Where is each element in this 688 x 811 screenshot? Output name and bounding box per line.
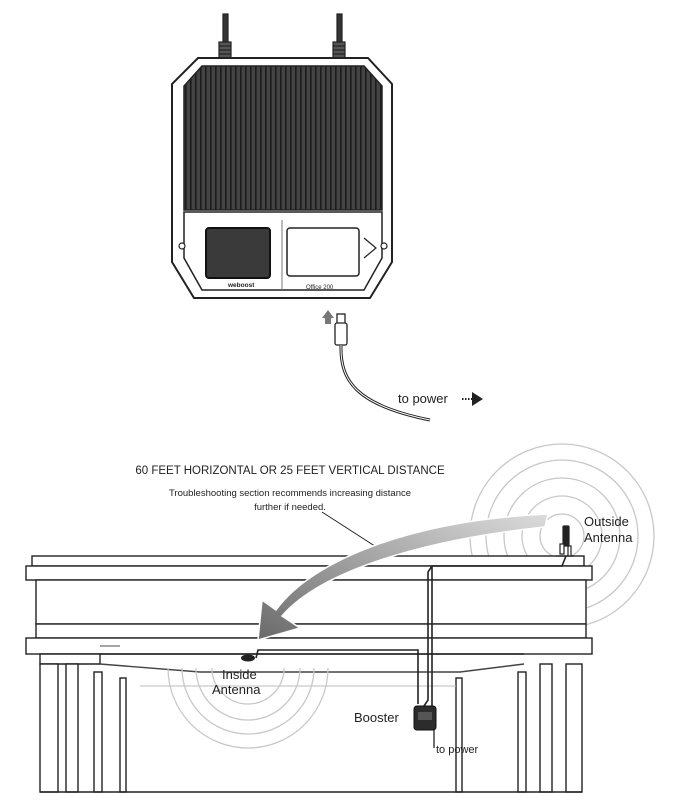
booster-label: Booster xyxy=(354,710,399,725)
inside-antenna-signal xyxy=(167,667,329,749)
power-direction: to power xyxy=(398,391,483,406)
up-arrow-icon xyxy=(322,310,334,324)
unit-model-text: Office 200 xyxy=(306,285,334,291)
distance-heading: 60 FEET HORIZONTAL OR 25 FEET VERTICAL D… xyxy=(135,465,445,477)
unit-left-antenna xyxy=(218,13,232,59)
power-plug xyxy=(322,310,431,422)
outside-antenna-icon xyxy=(556,525,574,557)
inside-antenna-label-line1: Inside xyxy=(222,667,257,682)
outside-antenna-label-line2: Antenna xyxy=(584,530,633,545)
booster-unit: weboost Office 200 xyxy=(171,13,393,299)
unit-display-right xyxy=(286,227,360,277)
to-power-label: to power xyxy=(436,744,479,756)
inside-antenna-label-line2: Antenna xyxy=(212,682,261,697)
distance-note-line2: further if needed. xyxy=(254,502,326,513)
right-arrow-icon xyxy=(472,392,483,406)
distance-note-line1: Troubleshooting section recommends incre… xyxy=(169,488,411,499)
coax-cable xyxy=(255,555,567,707)
outside-antenna-label-line1: Outside xyxy=(584,514,629,529)
power-label-top: to power xyxy=(398,391,449,406)
distance-arrow xyxy=(257,513,549,642)
interior-booster-icon xyxy=(413,705,437,748)
inside-antenna-icon xyxy=(241,654,255,662)
unit-right-antenna xyxy=(332,13,346,59)
unit-display-left xyxy=(205,227,271,279)
unit-brand-text: weboost xyxy=(227,282,255,289)
